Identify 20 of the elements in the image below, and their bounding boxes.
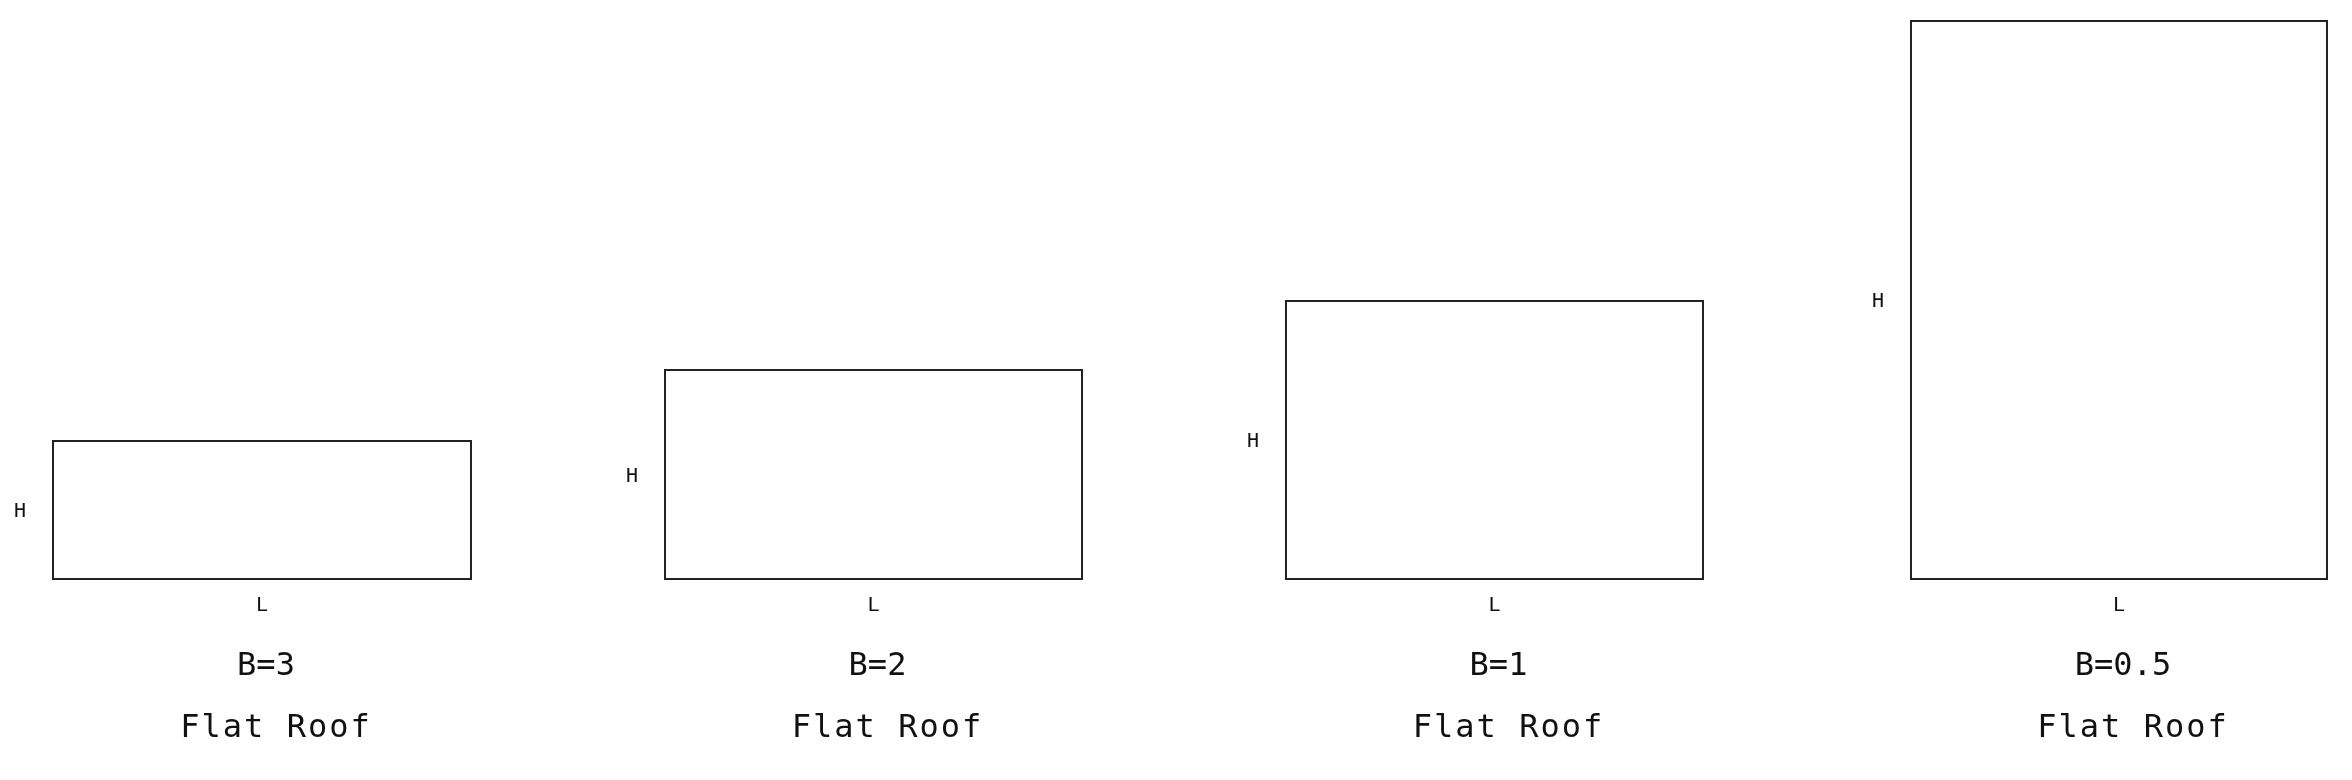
- roof-type-label: Flat Roof: [180, 710, 372, 742]
- length-label: L: [2113, 594, 2126, 614]
- height-label: H: [14, 500, 27, 520]
- roof-type-label: Flat Roof: [1412, 710, 1605, 742]
- length-label: L: [867, 594, 880, 614]
- ratio-label: B=2: [848, 648, 907, 680]
- length-label: L: [1488, 594, 1501, 614]
- roof-type-label: Flat Roof: [791, 710, 984, 742]
- height-label: H: [626, 464, 639, 485]
- building-rectangle: [52, 440, 472, 580]
- length-label: L: [256, 594, 269, 614]
- ratio-label: B=1: [1469, 648, 1528, 680]
- ratio-label: B=0.5: [2074, 648, 2172, 680]
- height-label: H: [1247, 430, 1260, 450]
- ratio-label: B=3: [237, 648, 295, 680]
- roof-type-label: Flat Roof: [2037, 710, 2229, 742]
- building-rectangle: [664, 369, 1083, 580]
- height-label: H: [1872, 290, 1885, 310]
- building-rectangle: [1285, 300, 1704, 580]
- building-rectangle: [1910, 20, 2328, 580]
